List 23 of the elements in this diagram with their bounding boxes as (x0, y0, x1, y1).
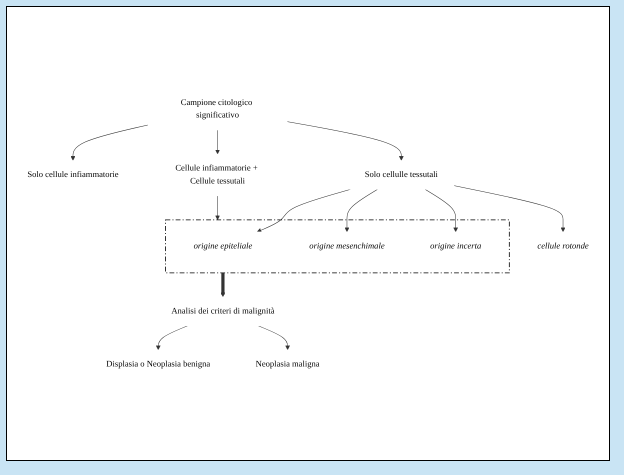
node-text: Neoplasia maligna (256, 359, 320, 369)
node-text: Solo cellulle tessutali (364, 170, 438, 180)
arrow (156, 326, 188, 350)
arrow (215, 130, 220, 154)
node-text: Analisi dei criteri di malignità (171, 306, 275, 316)
arrow (220, 272, 226, 298)
arrow (258, 326, 290, 350)
node-text: Displasia o Neoplasia benigna (106, 359, 210, 369)
arrow (344, 189, 378, 232)
node-text: origine incerta (430, 242, 482, 251)
node-text: Campione citologico significativo (180, 98, 252, 120)
arrow (454, 185, 566, 232)
node-text: Solo cellule infiammatorie (27, 170, 119, 180)
arrow (286, 121, 404, 161)
node-text: origine epiteliale (194, 242, 252, 251)
node-text: Cellule infiammatorie + Cellule tessutali (175, 164, 258, 186)
arrow (215, 196, 220, 220)
node-text: cellule rotonde (537, 242, 589, 251)
arrow (256, 189, 351, 232)
arrow (70, 124, 148, 161)
arrow (424, 189, 458, 232)
cluster (165, 219, 510, 274)
node-text: origine mesenchimale (309, 242, 385, 251)
